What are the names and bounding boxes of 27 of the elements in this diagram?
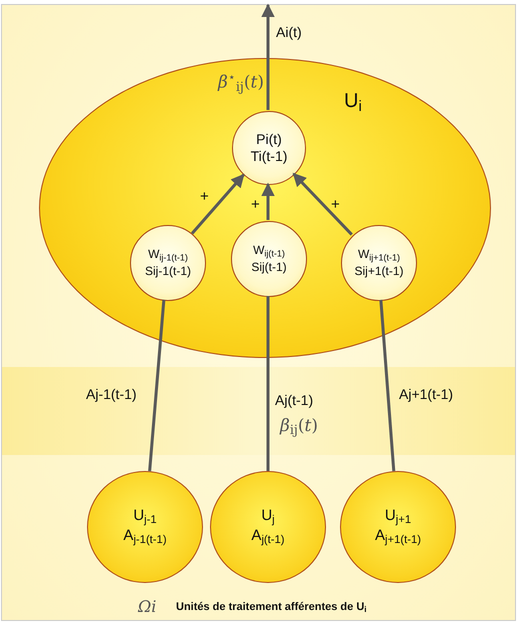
state-label: Sij(t-1) [251, 260, 287, 275]
edge-label: + [200, 188, 209, 205]
caption: Unités de traitement afférentes de U$_{i}$ [176, 601, 367, 614]
state-label: Ti(t-1) [250, 148, 288, 166]
unit-label: U$_{i}$ [344, 89, 362, 116]
edge-label: Aj(t-1) [275, 392, 314, 408]
output-circle [232, 111, 306, 185]
edge-label: Aj-1(t-1) [86, 386, 137, 402]
weight-label: β$^{⋆}$$_{ij}$(t) [218, 70, 264, 95]
edge-label: + [251, 196, 260, 213]
variable-label: U$_{j-1}$ [133, 507, 157, 527]
weight-label: β$_{ij}$(t) [280, 416, 318, 438]
variable-label: W$_{ij(t-1)}$ [253, 243, 285, 260]
variable-label: W$_{ij-1(t-1)}$ [148, 247, 188, 264]
state-label: Sij-1(t-1) [144, 264, 191, 279]
state-label: A$_{j-1(t-1)}$ [123, 527, 167, 547]
variable-label: U$_{j+1}$ [384, 507, 412, 527]
variable-label: U$_{j}$ [261, 507, 275, 527]
edge-label: Aj+1(t-1) [399, 386, 454, 402]
state-label: A$_{j(t-1)}$ [251, 527, 285, 547]
edge-label: Ai(t) [276, 24, 302, 40]
state-label: Sij+1(t-1) [354, 264, 404, 279]
variable-label: Pi(t) [256, 130, 282, 148]
set-label: Ωi [138, 597, 156, 616]
variable-label: W$_{ij+1(t-1)}$ [358, 247, 400, 264]
state-label: A$_{j+1(t-1)}$ [375, 527, 421, 547]
edge-label: + [331, 196, 340, 213]
